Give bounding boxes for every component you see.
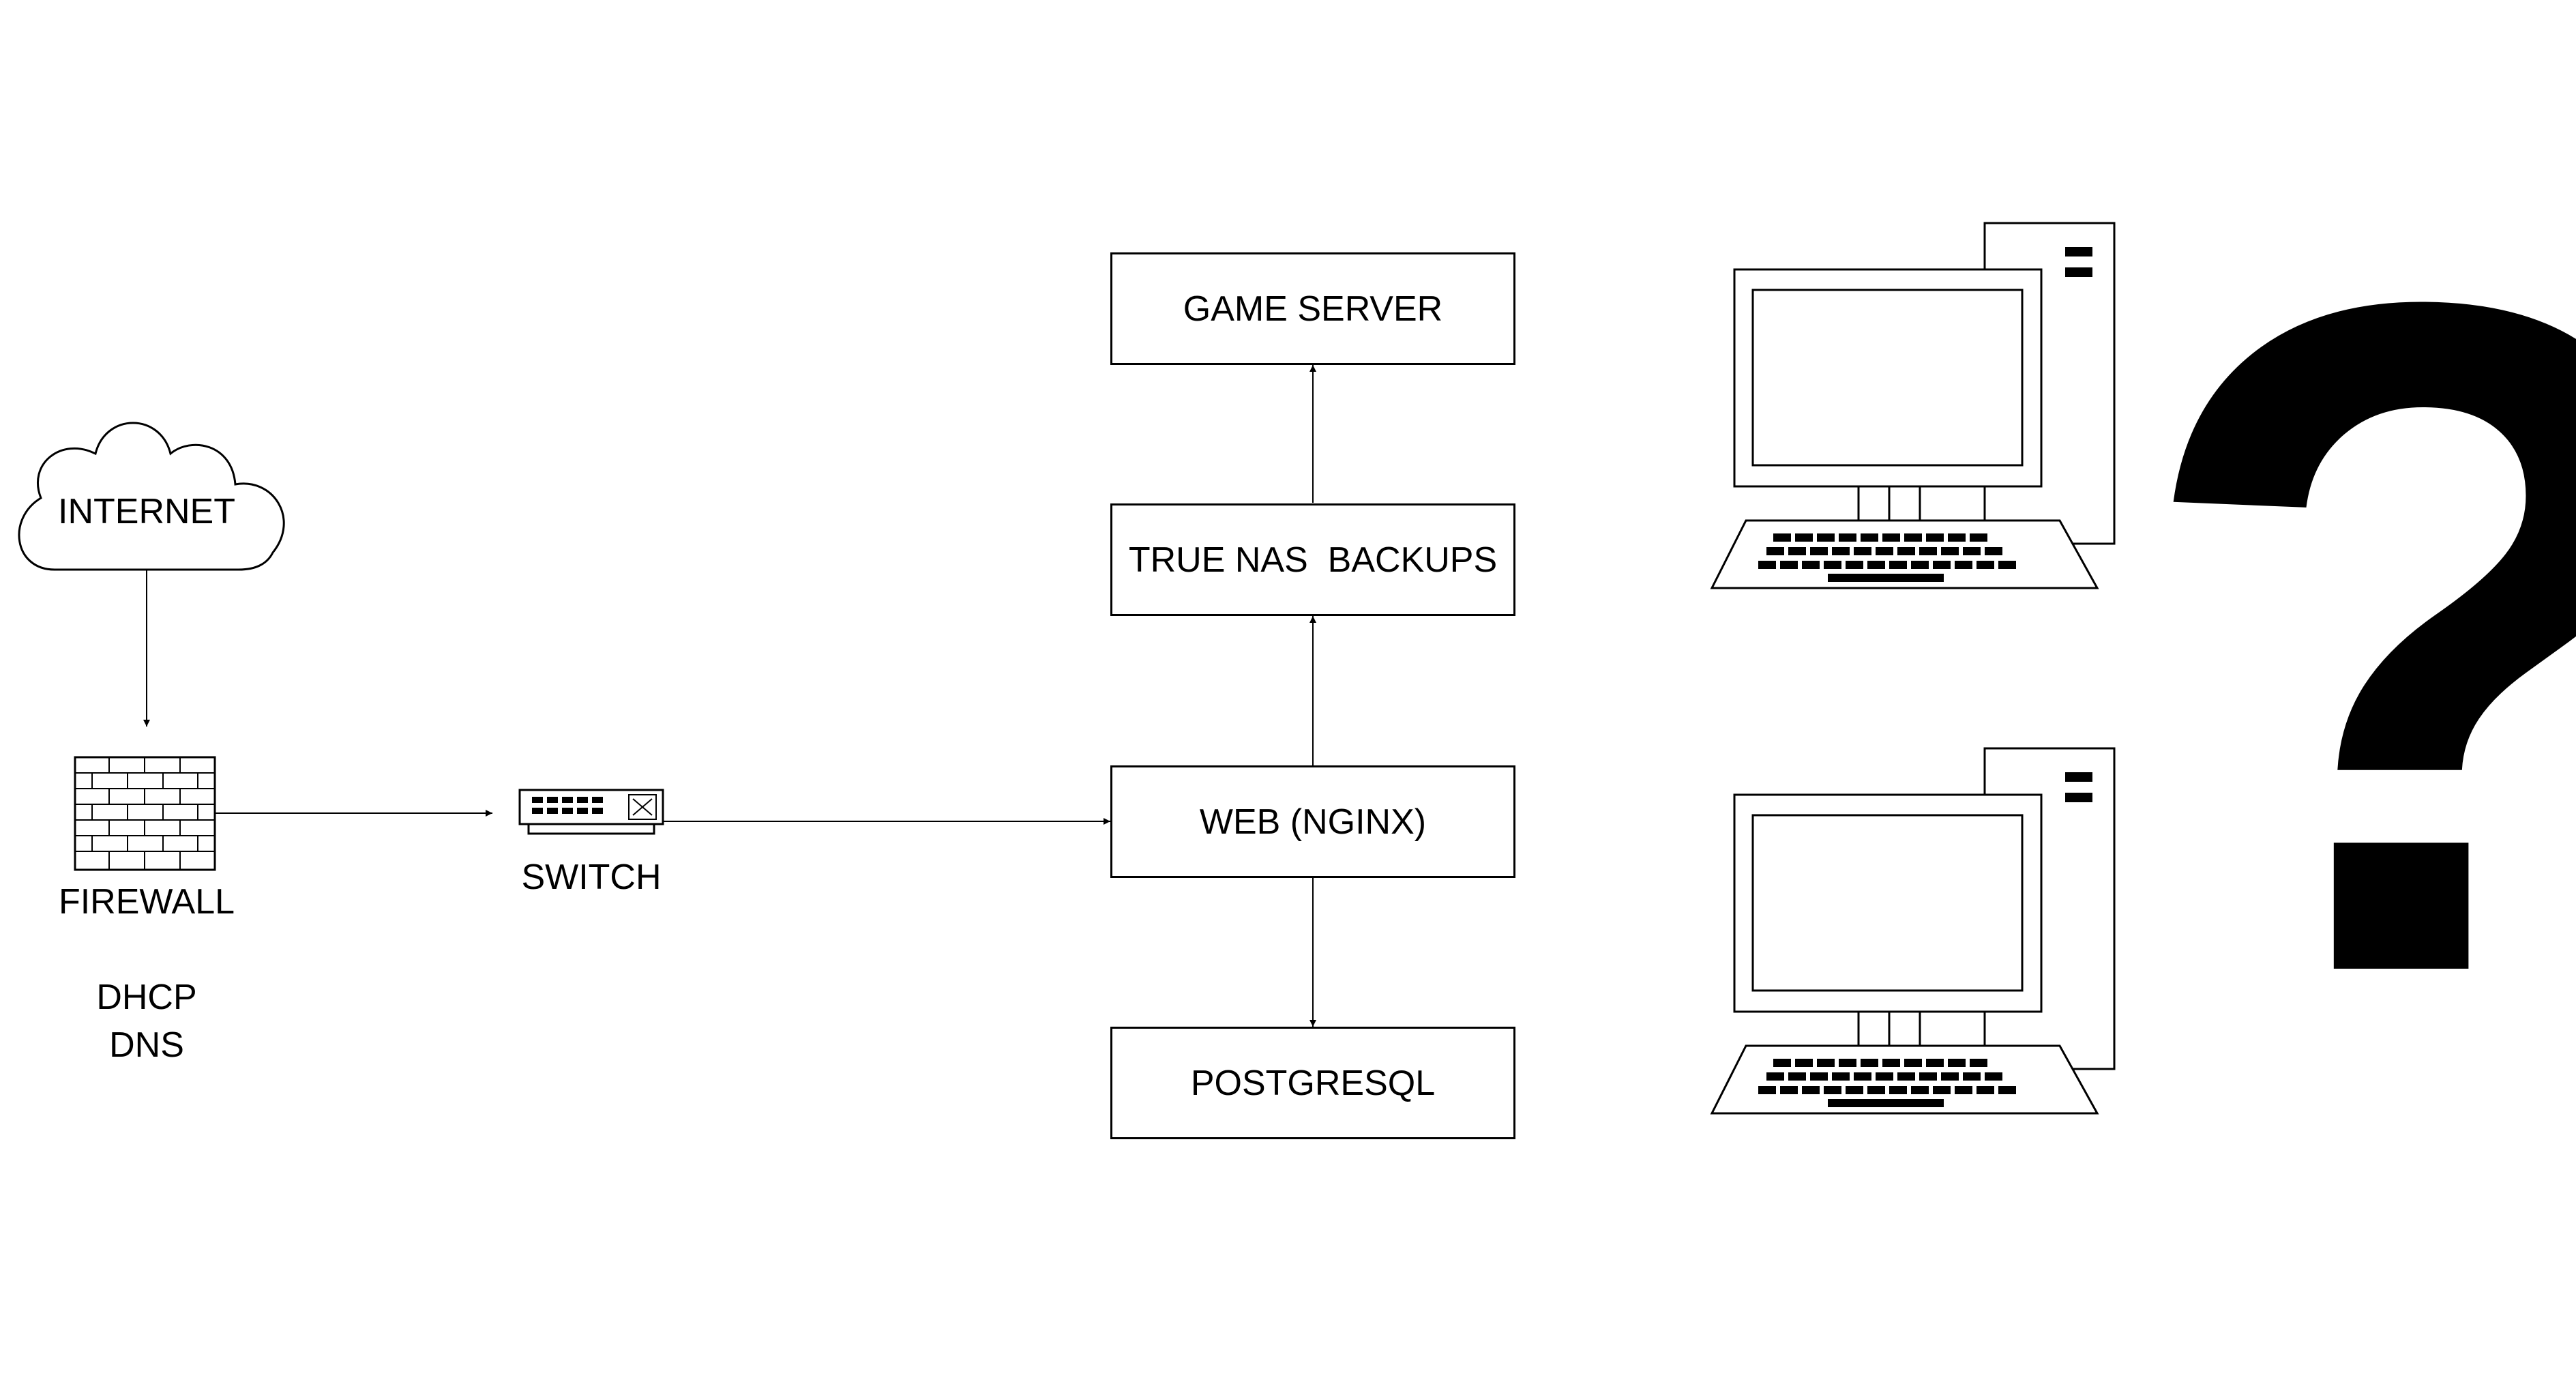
node-postgresql[interactable]: POSTGRESQL xyxy=(1110,1027,1515,1139)
desktop-computer-icon xyxy=(1710,747,2116,1115)
node-truenas-backups[interactable]: TRUE NAS BACKUPS xyxy=(1110,503,1515,616)
internet-label: INTERNET xyxy=(58,492,235,531)
switch-label: SWITCH xyxy=(521,857,662,897)
node-web-nginx[interactable]: WEB (NGINX) xyxy=(1110,765,1515,878)
node-game-server[interactable]: GAME SERVER xyxy=(1110,252,1515,365)
firewall-service-dns: DNS xyxy=(109,1025,184,1065)
firewall-service-dhcp: DHCP xyxy=(96,978,197,1017)
desktop-computer-icon xyxy=(1710,222,2116,589)
question-mark: ? xyxy=(2129,104,2576,1171)
firewall-icon xyxy=(74,756,216,871)
switch-icon xyxy=(518,789,664,835)
firewall-label: FIREWALL xyxy=(58,882,235,922)
cloud-icon xyxy=(18,422,285,571)
